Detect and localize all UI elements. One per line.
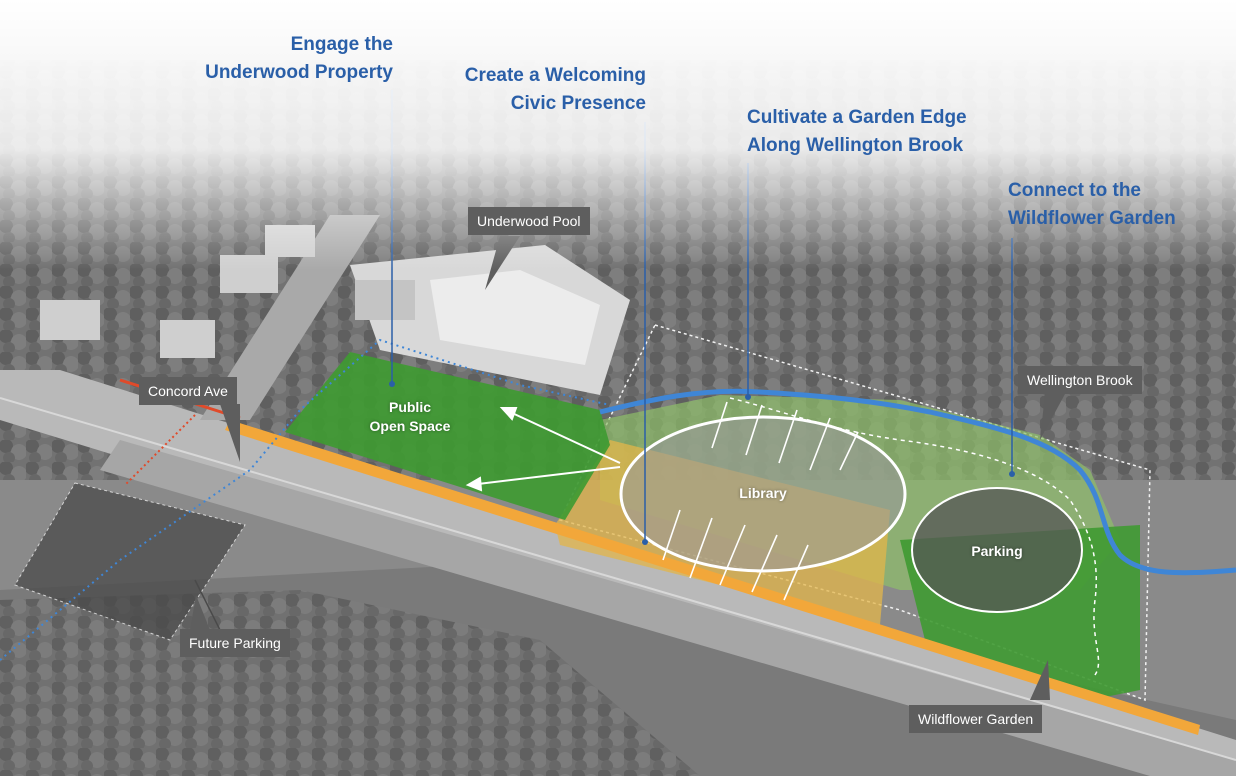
tag-pointer	[1040, 394, 1065, 440]
goal-line: Cultivate a Garden Edge	[747, 107, 967, 128]
road-centerline	[0, 397, 1236, 761]
house	[40, 300, 100, 340]
tag-underwood-pool: Underwood Pool	[468, 207, 590, 235]
goal-line: Along Wellington Brook	[747, 135, 964, 156]
goal-marker	[389, 381, 395, 387]
zone-line: Open Space	[369, 418, 451, 434]
road-connection-arrows	[662, 509, 809, 601]
house	[160, 320, 215, 358]
road-edge-highlight	[225, 420, 1200, 735]
library-ellipse	[619, 415, 907, 573]
open-space-arrows	[465, 407, 621, 492]
tag-wildflower-garden: Wildflower Garden	[909, 705, 1043, 733]
goal-marker	[1009, 471, 1015, 477]
road-shoulder	[100, 440, 1236, 776]
goal-marker	[642, 539, 648, 545]
label-public-open-space: Public Open Space	[355, 398, 465, 436]
goal-garden-edge: Cultivate a Garden Edge Along Wellington…	[747, 104, 1007, 160]
zone-line: Public	[388, 399, 431, 415]
future-parking-area	[14, 482, 246, 641]
tag-pointer	[1030, 660, 1050, 700]
tag-pointer	[190, 595, 210, 630]
sky-fade	[0, 0, 1236, 270]
label-library: Library	[739, 485, 787, 501]
pool-building	[355, 280, 415, 320]
future-parking-leader	[194, 579, 221, 631]
goal-line: Connect to the	[1008, 180, 1141, 201]
goal-line: Create a Welcoming	[464, 65, 646, 86]
brook-connection-arrows	[711, 401, 859, 471]
parking-ellipse	[911, 487, 1083, 613]
label-parking: Parking	[971, 543, 1023, 559]
connector-path	[0, 338, 611, 661]
goal-wildflower: Connect to the Wildflower Garden	[1008, 177, 1228, 233]
wellington-brook	[599, 388, 1236, 576]
crosswalk-spur	[124, 414, 196, 486]
pool-water	[430, 270, 600, 365]
tag-future-parking: Future Parking	[180, 629, 290, 657]
goal-line: Civic Presence	[510, 93, 646, 114]
tag-pointer	[220, 404, 240, 462]
tag-wellington-brook: Wellington Brook	[1018, 366, 1142, 394]
goal-line: Engage the	[290, 34, 393, 55]
goal-engage-underwood: Engage the Underwood Property	[150, 31, 393, 87]
goal-marker	[745, 394, 751, 400]
goal-civic-presence: Create a Welcoming Civic Presence	[400, 62, 646, 118]
lower-trees	[0, 590, 700, 776]
goal-line: Wildflower Garden	[1008, 208, 1176, 229]
goal-line: Underwood Property	[205, 62, 393, 83]
tag-concord-ave: Concord Ave	[139, 377, 237, 405]
